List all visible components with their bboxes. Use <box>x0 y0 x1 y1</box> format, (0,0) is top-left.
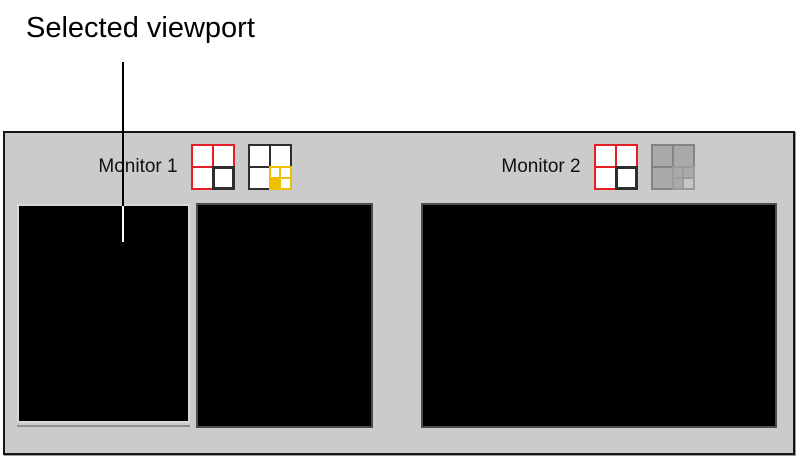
nested-grid-marker <box>268 166 292 190</box>
monitor-2-viewport[interactable] <box>421 203 777 428</box>
monitor-1-header: Monitor 1 <box>15 143 375 191</box>
monitor-2-header: Monitor 2 <box>419 143 777 191</box>
active-cell-marker <box>211 166 235 190</box>
monitor-2-subdivide-button-disabled <box>650 144 695 190</box>
monitor-1-viewport-1-selected[interactable] <box>17 204 190 427</box>
monitor-1-label: Monitor 1 <box>98 156 178 177</box>
active-cell-marker <box>614 166 638 190</box>
monitor-1-quad-layout-button[interactable] <box>190 144 235 190</box>
viewport-config-panel: Monitor 1 Monitor 2 <box>3 131 795 455</box>
callout-line-lower <box>122 206 124 242</box>
selected-viewport-label: Selected viewport <box>26 12 255 44</box>
quad-grid-icon <box>593 144 638 190</box>
subdivide-grid-icon-disabled <box>650 144 695 190</box>
monitor-1-viewport-2[interactable] <box>196 203 373 428</box>
subdivide-grid-icon <box>247 144 292 190</box>
callout-line-upper <box>122 62 124 206</box>
monitor-2-label: Monitor 2 <box>501 156 581 177</box>
monitor-1-subdivide-button[interactable] <box>247 144 292 190</box>
quad-grid-icon <box>190 144 235 190</box>
monitor-2-quad-layout-button[interactable] <box>593 144 638 190</box>
nested-grid-marker <box>671 166 695 190</box>
